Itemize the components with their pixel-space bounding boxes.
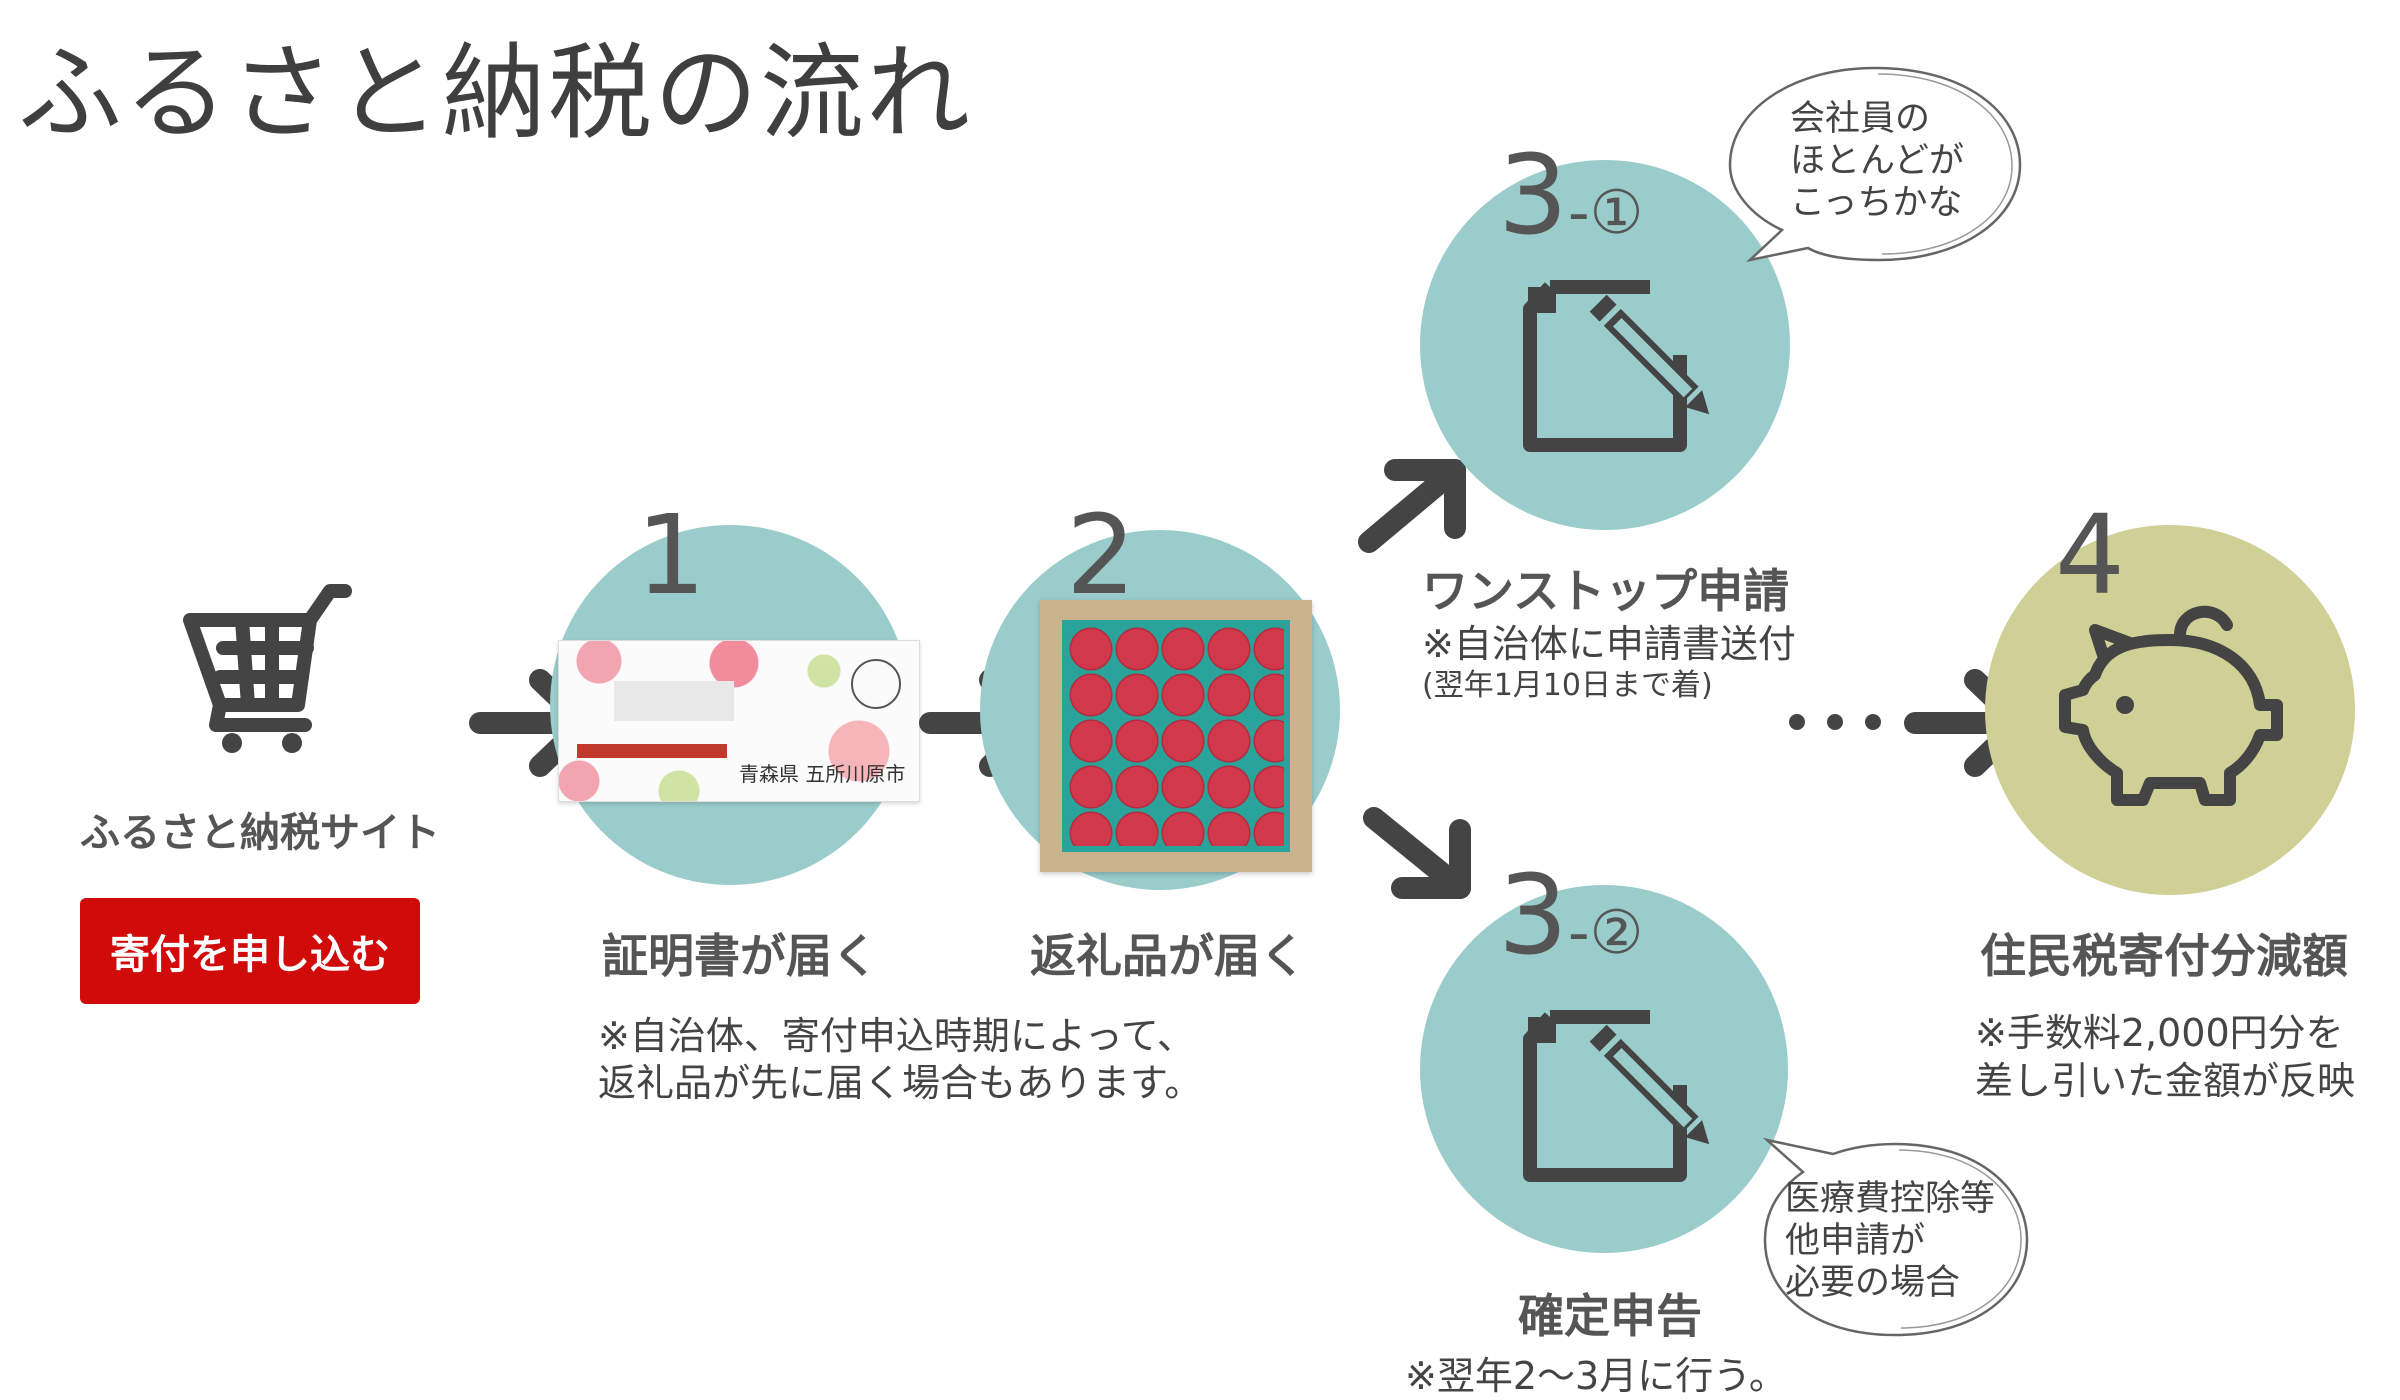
arrow-icon — [1363, 807, 1471, 899]
bubble-3a-line3: こっちかな — [1790, 183, 1963, 223]
step1-number: 1 — [636, 491, 706, 619]
document-pen-icon — [1523, 280, 1710, 452]
speech-bubble-3a — [1728, 66, 2022, 263]
step3a-note2: (翌年1月10日まで着) — [1422, 668, 1713, 703]
step3a-circle — [1420, 160, 1790, 530]
step1-label: 証明書が届く — [602, 929, 878, 983]
step3a-number: 3-① — [1498, 131, 1644, 259]
apple-box-image — [1040, 600, 1312, 872]
step4-note1: ※手数料2,000円分を — [1975, 1011, 2344, 1055]
piggy-bank-icon — [2059, 605, 2283, 806]
step4-label: 住民税寄付分減額 — [1980, 929, 2348, 983]
bubble-3a-line2: ほとんどが — [1790, 141, 1964, 181]
bubble-3b-line2: 他申請が — [1785, 1221, 1926, 1261]
step3b-number: 3-② — [1498, 851, 1644, 979]
dotted-connector — [1789, 714, 1881, 730]
steps-note-line1: ※自治体、寄付申込時期によって、 — [598, 1014, 1195, 1058]
bubble-3b-line3: 必要の場合 — [1785, 1263, 1961, 1303]
steps-note-line2: 返礼品が先に届く場合もあります。 — [598, 1061, 1203, 1105]
step3a-label: ワンストップ申請 — [1422, 564, 1790, 618]
step4-circle — [1985, 525, 2355, 895]
step4-note2: 差し引いた金額が反映 — [1975, 1059, 2356, 1103]
donate-apply-button[interactable]: 寄付を申し込む — [80, 898, 420, 1004]
bubble-3a-line1: 会社員の — [1790, 99, 1931, 139]
speech-bubble-3b — [1762, 1137, 2029, 1337]
page-title: ふるさと納税の流れ — [18, 32, 973, 154]
step4-number: 4 — [2055, 491, 2125, 619]
envelope-text: 青森県 五所川原市 — [739, 762, 906, 786]
document-pen-icon — [1523, 1010, 1710, 1182]
step3a-note1: ※自治体に申請書送付 — [1422, 622, 1796, 666]
step3b-circle — [1420, 885, 1788, 1253]
arrow-icon — [1358, 459, 1466, 553]
step2-label: 返礼品が届く — [1030, 929, 1306, 983]
cart-icon — [183, 584, 352, 753]
certificate-envelope-image: 青森県 五所川原市 — [558, 640, 920, 802]
site-label: ふるさと納税サイト — [80, 810, 440, 856]
step3b-note: ※翌年2～3月に行う。 — [1405, 1354, 1787, 1398]
bubble-3b-line1: 医療費控除等 — [1785, 1179, 1996, 1219]
step2-number: 2 — [1066, 491, 1136, 619]
step3b-label: 確定申告 — [1518, 1289, 1702, 1343]
